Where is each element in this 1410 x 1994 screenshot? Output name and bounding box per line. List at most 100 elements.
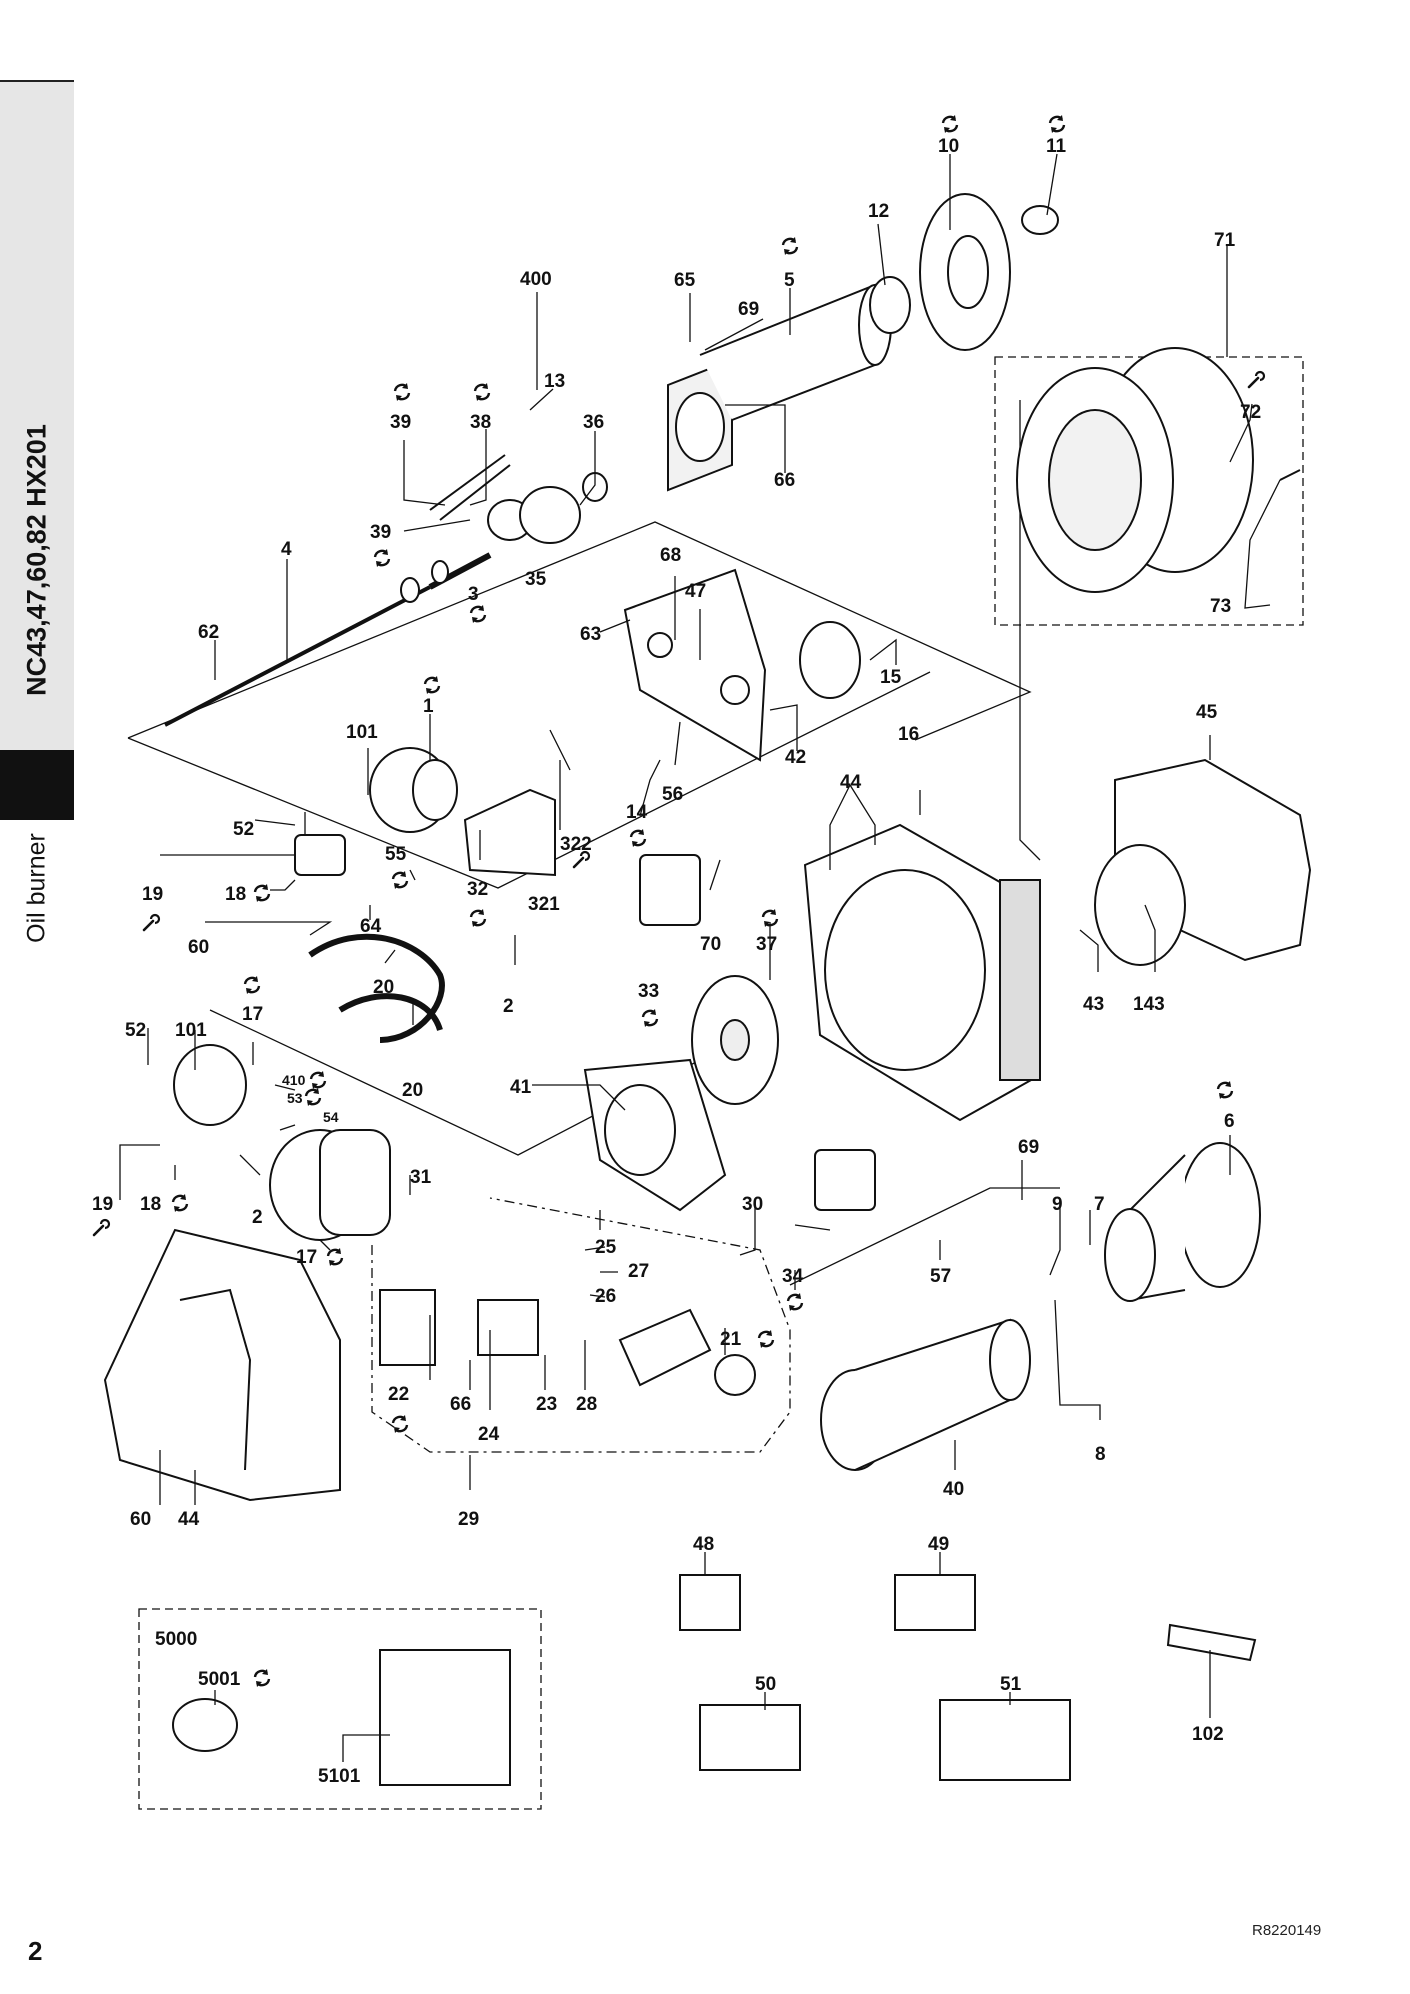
ring-part [869, 276, 911, 334]
label-11: 11 [1046, 136, 1067, 157]
label-20-top: 20 [373, 977, 394, 998]
label-15: 15 [880, 667, 902, 688]
rotate-arrows-icon [941, 113, 959, 135]
label-46: 45 [1196, 702, 1218, 723]
label-25: 25 [595, 1237, 617, 1258]
rotate-arrows-icon [309, 1069, 327, 1091]
label-73: 73 [1210, 596, 1231, 617]
label-52-mid: 52 [125, 1020, 146, 1041]
reset-button-part [714, 1354, 756, 1396]
label-70: 70 [700, 934, 721, 955]
label-13: 13 [544, 371, 565, 392]
label-27: 27 [628, 1261, 649, 1282]
connector-48-part [679, 1574, 741, 1631]
document-code: R8220149 [1252, 1922, 1322, 1939]
label-55: 55 [385, 844, 407, 865]
label-7: 7 [1094, 1194, 1105, 1215]
label-12: 12 [868, 201, 889, 222]
label-10: 10 [938, 136, 959, 157]
label-23: 23 [536, 1394, 557, 1415]
label-2-top: 2 [503, 996, 514, 1017]
rotate-arrows-icon [1216, 1079, 1234, 1101]
label-33: 33 [638, 981, 659, 1002]
label-65: 66 [774, 470, 795, 491]
label-56: 56 [662, 784, 683, 805]
air-damper-part [799, 621, 861, 699]
oil-pump-part [294, 834, 346, 876]
label-68: 69 [738, 299, 759, 320]
label-32: 32 [467, 879, 488, 900]
fan-housing-part [803, 823, 1041, 1122]
label-43: 43 [1083, 994, 1104, 1015]
lubricant-tube-part [1166, 1623, 1257, 1662]
label-30: 30 [742, 1194, 763, 1215]
label-6: 6 [1224, 1111, 1235, 1132]
cover-plate-part [618, 1308, 712, 1387]
rotate-arrows-icon [473, 381, 491, 403]
label-3: 3 [468, 584, 479, 605]
label-20-mid: 20 [402, 1080, 423, 1101]
rotate-arrows-icon [757, 1328, 775, 1350]
rotate-arrows-icon [781, 235, 799, 257]
label-321: 321 [528, 894, 560, 915]
ignition-transformer-part [639, 854, 701, 926]
combustion-head-part [820, 1318, 1031, 1471]
label-17-top: 17 [242, 1004, 263, 1025]
rotate-arrows-icon [391, 1413, 409, 1435]
rotate-arrows-icon [761, 907, 779, 929]
label-29: 29 [458, 1509, 479, 1530]
label-18-top: 18 [225, 884, 246, 905]
label-72: 72 [1240, 402, 1261, 423]
label-59: 60 [188, 937, 209, 958]
label-2-mid: 2 [252, 1207, 263, 1228]
wrench-icon [1247, 370, 1266, 389]
label-16: 16 [898, 724, 919, 745]
label-18-mid: 18 [140, 1194, 161, 1215]
label-5000: 5000 [155, 1629, 197, 1650]
label-62: 63 [580, 624, 601, 645]
label-71: 71 [1214, 230, 1236, 251]
label-19-top: 19 [142, 884, 163, 905]
combustion-head-tube-part [1179, 1142, 1261, 1288]
rotate-arrows-icon [171, 1192, 189, 1214]
label-5001: 5001 [198, 1669, 241, 1690]
label-5: 5 [784, 270, 795, 291]
label-69: 69 [1018, 1137, 1039, 1158]
label-28: 28 [576, 1394, 597, 1415]
label-22: 22 [388, 1384, 409, 1405]
connector-49-part [894, 1574, 976, 1631]
clip-part [1021, 205, 1059, 235]
label-42: 42 [785, 747, 806, 768]
label-400: 400 [520, 269, 552, 290]
label-36: 36 [583, 412, 604, 433]
mounting-plate-part [623, 568, 767, 762]
label-60: 60 [130, 1509, 151, 1530]
label-14: 14 [626, 802, 648, 823]
part-number-labels: 10 11 12 71 5 65 69 400 13 39 38 36 72 6… [92, 136, 1261, 1787]
label-48: 48 [693, 1534, 714, 1555]
label-44: 44 [178, 1509, 200, 1530]
label-34: 34 [782, 1266, 804, 1287]
label-41: 41 [510, 1077, 532, 1098]
label-54: 54 [323, 1109, 339, 1125]
label-45: 44 [840, 772, 862, 793]
label-24: 24 [478, 1424, 500, 1445]
sidebar-section-marker [0, 750, 74, 820]
wrench-icon [142, 913, 161, 932]
connector-50-part [699, 1704, 801, 1771]
flange-71-part [1016, 347, 1301, 593]
label-39-top: 39 [390, 412, 411, 433]
rotate-arrows-icon [391, 869, 409, 891]
outline-frames [127, 356, 1304, 1810]
label-66: 66 [450, 1394, 471, 1415]
wrench-icon [92, 1218, 111, 1237]
sidebar-strip [0, 82, 74, 750]
relay-base-part [477, 1299, 539, 1356]
label-9: 9 [1052, 1194, 1063, 1215]
label-19-mid: 19 [92, 1194, 113, 1215]
label-47: 47 [685, 581, 706, 602]
label-53: 53 [287, 1090, 303, 1106]
label-38: 38 [470, 412, 491, 433]
label-4: 4 [281, 539, 292, 560]
